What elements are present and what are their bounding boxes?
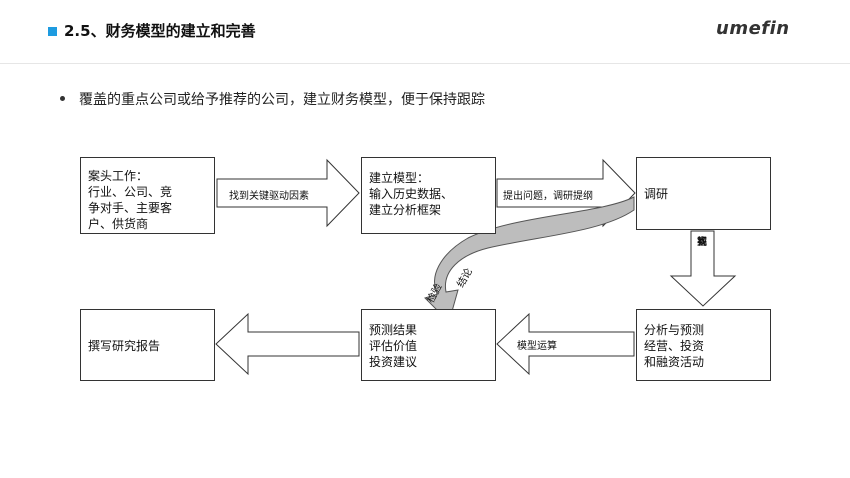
label-find-drivers: 找到关键驱动因素: [229, 191, 309, 202]
box-line: 建立模型：: [369, 171, 430, 185]
box-research: 调研: [636, 157, 771, 230]
box-line: 评估价值: [369, 339, 418, 353]
arrow-analysis-to-forecast: [496, 312, 635, 376]
brand-logo: umefin: [716, 18, 790, 39]
box-line: 调研: [644, 187, 669, 201]
arrow-forecast-to-report: [215, 312, 360, 376]
box-line: 输入历史数据、: [369, 187, 454, 201]
bullet-dot-icon: [60, 96, 65, 101]
box-line: 投资建议: [369, 355, 418, 369]
label-find-answers-char: 找: [697, 237, 707, 248]
label-find-answers-char: 到: [697, 237, 707, 248]
label-find-answers-char: 案: [697, 237, 707, 248]
label-raise-questions: 提出问题，调研提纲: [503, 191, 593, 202]
bullet-text: 覆盖的重点公司或给予推荐的公司，建立财务模型，便于保持跟踪: [79, 92, 485, 108]
box-desk-work: 案头工作： 行业、公司、竞 争对手、主要客 户、供货商: [80, 157, 215, 234]
box-line: 经营、投资: [644, 339, 705, 353]
box-line: 分析与预测: [644, 323, 705, 337]
box-forecast: 预测结果 评估价值 投资建议: [361, 309, 496, 381]
box-line: 户、供货商: [88, 217, 149, 231]
box-report: 撰写研究报告: [80, 309, 215, 381]
header-divider: [0, 63, 850, 64]
box-line: 建立分析框架: [369, 203, 442, 217]
arrow-desk-to-model: [216, 158, 360, 228]
box-line: 行业、公司、竞: [88, 185, 173, 199]
box-line: 案头工作：: [88, 169, 149, 183]
box-line: 和融资活动: [644, 355, 705, 369]
box-build-model: 建立模型： 输入历史数据、 建立分析框架: [361, 157, 496, 234]
box-line: 撰写研究报告: [88, 339, 161, 353]
title-accent-mark: [48, 27, 57, 36]
box-line: 争对手、主要客: [88, 201, 173, 215]
label-model-run: 模型运算: [517, 341, 557, 352]
arrow-research-to-analysis: [669, 230, 737, 307]
label-find-answers-char: 答: [697, 237, 707, 248]
page-title: 2.5、财务模型的建立和完善: [64, 22, 256, 40]
box-analysis: 分析与预测 经营、投资 和融资活动: [636, 309, 771, 381]
box-line: 预测结果: [369, 323, 418, 337]
